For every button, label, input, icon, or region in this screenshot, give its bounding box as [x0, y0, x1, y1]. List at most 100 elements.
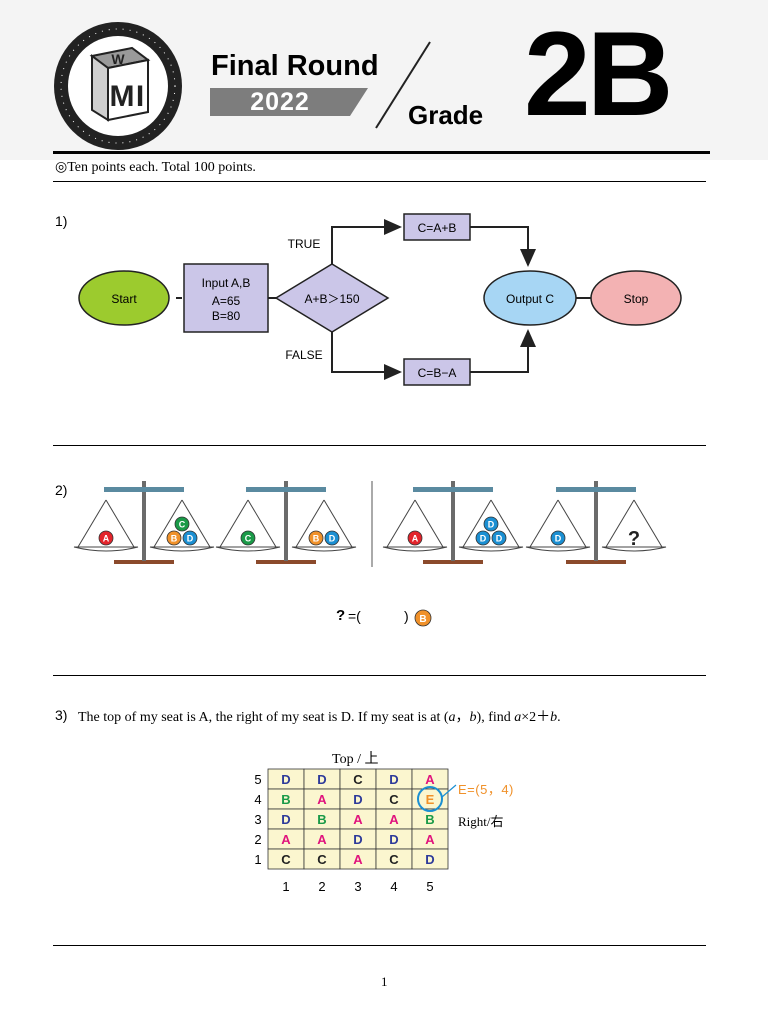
question-3-text: The top of my seat is A, the right of my…	[78, 706, 561, 726]
answer-question-mark: ?	[336, 607, 346, 624]
e-note: E=(5，4)	[458, 782, 514, 797]
q3-comma: ，	[455, 710, 470, 725]
page-number: 1	[381, 974, 388, 989]
stop-label: Stop	[624, 292, 649, 306]
true-box	[403, 213, 471, 241]
seat-letter: A	[317, 832, 327, 847]
seat-letter: A	[425, 832, 435, 847]
column-label: 2	[318, 879, 325, 894]
svg-text:I: I	[136, 80, 144, 113]
divider	[53, 445, 706, 446]
scale-base	[566, 560, 626, 564]
right-pan	[291, 546, 357, 552]
svg-text:D: D	[187, 534, 194, 544]
stop-node	[590, 270, 682, 326]
scale-base	[114, 560, 174, 564]
ball-d: D	[475, 530, 491, 546]
output-node	[483, 270, 577, 326]
seat-letter: A	[353, 852, 363, 867]
year-label: 2022	[250, 88, 310, 116]
seat-letter: D	[281, 812, 290, 827]
q3-var-a: a	[448, 710, 456, 725]
ball-d: D	[182, 530, 198, 546]
false-to-output-arrow	[470, 329, 536, 373]
row-label: 5	[254, 772, 261, 787]
unknown-mark: ?	[628, 528, 640, 550]
scale-post	[594, 481, 598, 561]
answer-equals: =(	[348, 608, 361, 624]
divider	[53, 945, 706, 946]
seat-letter: B	[425, 812, 434, 827]
seat-letter: D	[389, 772, 398, 787]
ball-d: D	[483, 516, 499, 532]
seat-letter: C	[317, 852, 327, 867]
output-label: Output C	[506, 292, 554, 306]
row-label: 3	[254, 812, 261, 827]
start-label: Start	[111, 292, 137, 306]
pointer-line	[441, 784, 457, 798]
svg-text:D: D	[555, 534, 562, 544]
input-box	[183, 263, 269, 333]
q3-expr-b: b	[550, 710, 558, 725]
right-label: Right/右	[458, 814, 504, 829]
seat-letter: A	[425, 772, 435, 787]
scale-base	[256, 560, 316, 564]
seat-letter: E	[426, 792, 435, 807]
scale-beam	[246, 487, 326, 492]
condition-label: A+B＞150	[304, 292, 359, 306]
left-pan	[382, 546, 448, 552]
highlight-circle	[417, 786, 443, 812]
round-title: Final Round	[211, 50, 379, 82]
seat-letter: D	[317, 772, 326, 787]
question-1-number: 1)	[55, 213, 68, 229]
false-box-label: C=B−A	[418, 366, 457, 380]
input-label-3: B=80	[212, 309, 241, 323]
svg-text:A: A	[412, 534, 419, 544]
ball-c: C	[240, 530, 256, 546]
scale-beam	[556, 487, 636, 492]
svg-text:B: B	[419, 614, 426, 625]
decision-node	[274, 263, 390, 333]
true-label: TRUE	[288, 237, 321, 251]
ball-d: D	[491, 530, 507, 546]
q3-text-part2: ), find	[476, 710, 515, 725]
seat-letter: A	[389, 812, 399, 827]
true-to-output-arrow	[470, 226, 536, 267]
seat-letter: C	[281, 852, 291, 867]
ball-a: A	[98, 530, 114, 546]
scale-beam	[104, 487, 184, 492]
seat-letter: D	[389, 832, 398, 847]
seat-letter: D	[353, 792, 362, 807]
grade-value: 2B	[524, 7, 673, 141]
svg-text:B: B	[313, 534, 320, 544]
true-arrow	[331, 219, 402, 264]
divider	[53, 675, 706, 676]
svg-text:D: D	[496, 534, 503, 544]
seat-letter: C	[389, 792, 399, 807]
svg-text:C: C	[245, 534, 252, 544]
header-rule	[53, 151, 710, 154]
input-label-2: A=65	[212, 294, 241, 308]
true-box-label: C=A+B	[418, 221, 457, 235]
seat-letter: A	[353, 812, 363, 827]
seat-letter: D	[353, 832, 362, 847]
answer-ball-b: B	[414, 609, 432, 627]
svg-text:D: D	[329, 534, 336, 544]
seat-letter: A	[317, 792, 327, 807]
q3-expr-rest: ×2＋	[521, 710, 551, 725]
right-pan	[601, 546, 667, 552]
column-label: 5	[426, 879, 433, 894]
scale-beam	[413, 487, 493, 492]
question-2-number: 2)	[55, 482, 68, 498]
right-pan	[149, 546, 215, 552]
seat-letter: B	[281, 792, 290, 807]
seat-cell	[411, 848, 449, 870]
seat-letter: C	[389, 852, 399, 867]
row-label: 1	[254, 852, 261, 867]
scale-post	[284, 481, 288, 561]
ball-c: C	[174, 516, 190, 532]
ball-d: D	[324, 530, 340, 546]
